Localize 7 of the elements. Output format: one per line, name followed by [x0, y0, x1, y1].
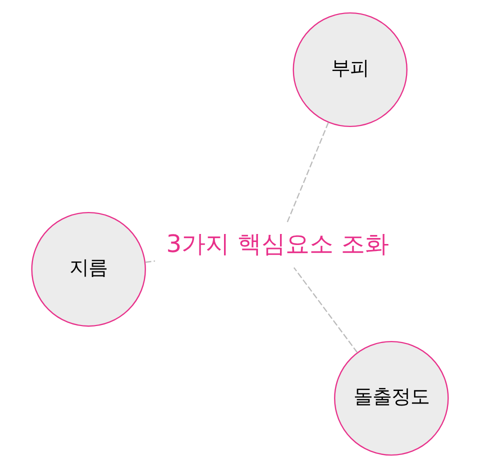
node-circle: 돌출정도 [334, 340, 449, 456]
node-text: 3가지 핵심요소 조화 [166, 230, 389, 258]
node-circle: 부피 [292, 12, 408, 128]
connector [294, 267, 358, 353]
connector [145, 260, 156, 263]
node-circle: 지름 [31, 212, 146, 327]
connector [286, 122, 329, 224]
